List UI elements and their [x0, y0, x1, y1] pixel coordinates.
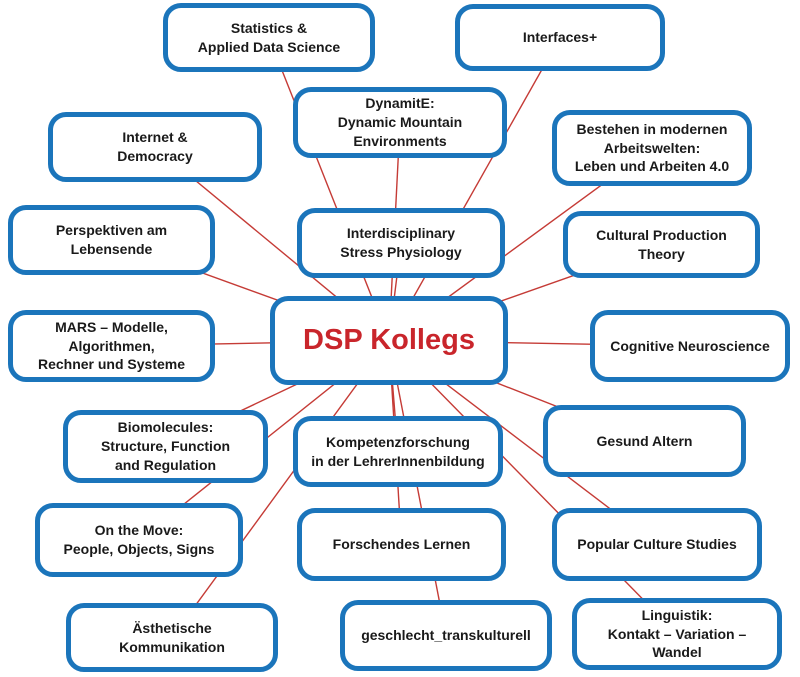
node-gesund-altern[interactable]: Gesund Altern	[543, 405, 746, 477]
center-node-dsp-kollegs: DSP Kollegs	[270, 296, 508, 385]
node-statistics-applied-data-science[interactable]: Statistics & Applied Data Science	[163, 3, 375, 72]
node-label: On the Move: People, Objects, Signs	[63, 522, 215, 557]
node-cultural-production-theory[interactable]: Cultural Production Theory	[563, 211, 760, 278]
node-label: Biomolecules: Structure, Function and Re…	[100, 419, 231, 473]
node-dynamite-dynamic-mountain-environments[interactable]: DynamitE: Dynamic Mountain Environments	[293, 87, 507, 158]
node-aesthetische-kommunikation[interactable]: Ästhetische Kommunikation	[66, 603, 278, 672]
node-label: Internet & Democracy	[117, 129, 193, 164]
connector-line	[388, 340, 447, 636]
node-interdisciplinary-stress-physiology[interactable]: Interdisciplinary Stress Physiology	[297, 208, 505, 278]
node-on-the-move[interactable]: On the Move: People, Objects, Signs	[35, 503, 243, 577]
node-label: Bestehen in modernen Arbeitswelten: Lebe…	[574, 120, 730, 175]
node-popular-culture-studies[interactable]: Popular Culture Studies	[552, 508, 762, 581]
node-label: Perspektiven am Lebensende	[55, 222, 168, 257]
node-kompetenzforschung-lehrerinnenbildung[interactable]: Kompetenzforschung in der LehrerInnenbil…	[293, 416, 503, 487]
node-bestehen-in-modernen-arbeitswelten[interactable]: Bestehen in modernen Arbeitswelten: Lebe…	[552, 110, 752, 186]
center-title: DSP Kollegs	[303, 323, 475, 356]
connector-line	[388, 37, 561, 341]
node-label: Interdisciplinary Stress Physiology	[340, 225, 462, 260]
connector-line	[171, 340, 390, 638]
node-perspektiven-am-lebensende[interactable]: Perspektiven am Lebensende	[8, 205, 215, 275]
node-label: Linguistik: Kontakt – Variation – Wandel	[607, 606, 747, 661]
node-label: Popular Culture Studies	[577, 536, 737, 553]
node-label: geschlecht_transkulturell	[361, 627, 531, 644]
node-label: Cultural Production Theory	[596, 226, 727, 262]
node-label: Statistics & Applied Data Science	[197, 19, 341, 55]
node-forschendes-lernen[interactable]: Forschendes Lernen	[297, 508, 506, 581]
node-internet-democracy[interactable]: Internet & Democracy	[48, 112, 262, 182]
node-label: MARS – Modelle, Algorithmen, Rechner und…	[37, 318, 186, 373]
node-label: Gesund Altern	[596, 432, 693, 449]
node-cognitive-neuroscience[interactable]: Cognitive Neuroscience	[590, 310, 790, 382]
node-label: Ästhetische Kommunikation	[119, 619, 225, 655]
node-label: DynamitE: Dynamic Mountain Environments	[337, 95, 463, 149]
node-label: Kompetenzforschung in der LehrerInnenbil…	[311, 433, 485, 469]
connector-line	[388, 340, 678, 635]
connector-line	[268, 37, 390, 341]
node-mars-modelle-algorithmen[interactable]: MARS – Modelle, Algorithmen, Rechner und…	[8, 310, 215, 382]
node-biomolecules-structure-function-regulation[interactable]: Biomolecules: Structure, Function and Re…	[63, 410, 268, 483]
node-interfaces-plus[interactable]: Interfaces+	[455, 4, 665, 71]
node-label: Interfaces+	[522, 29, 598, 46]
node-label: Cognitive Neuroscience	[610, 337, 770, 354]
node-label: Forschendes Lernen	[332, 536, 471, 553]
node-geschlecht-transkulturell[interactable]: geschlecht_transkulturell	[340, 600, 552, 671]
node-linguistik-kontakt-variation-wandel[interactable]: Linguistik: Kontakt – Variation – Wandel	[572, 598, 782, 670]
